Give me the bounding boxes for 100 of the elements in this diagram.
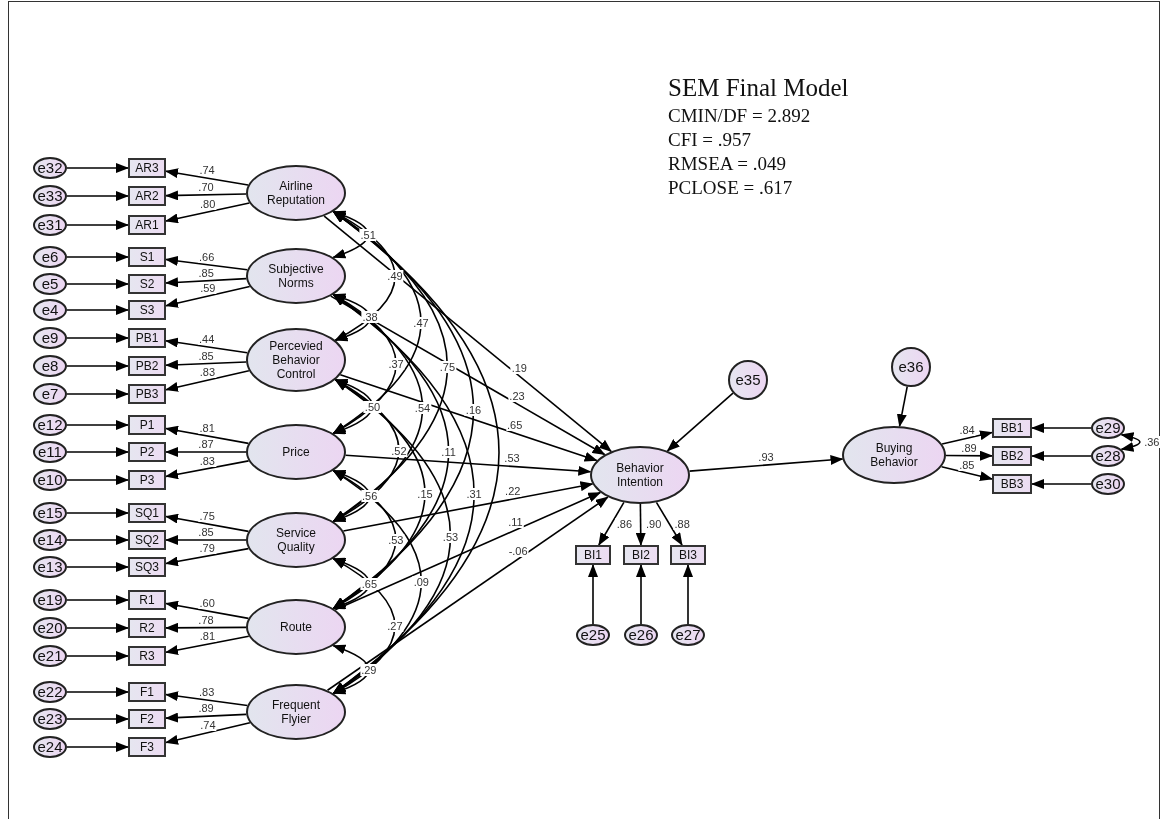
path-arrow bbox=[66, 475, 129, 485]
error-term-circle: e35 bbox=[728, 360, 768, 400]
edge-label: .83 bbox=[198, 366, 217, 379]
path-arrow bbox=[165, 691, 249, 707]
path-arrow bbox=[165, 256, 249, 271]
covariance-arc bbox=[332, 293, 397, 435]
edge-label: .65 bbox=[360, 577, 379, 590]
path-arrow bbox=[1031, 451, 1092, 461]
latent-variable-ellipse: Percevied Behavior Control bbox=[246, 328, 346, 392]
error-term-circle: e12 bbox=[33, 414, 67, 436]
error-term-circle: e28 bbox=[1091, 445, 1125, 467]
indicator-box: P2 bbox=[128, 442, 166, 462]
edge-label: .11 bbox=[507, 516, 524, 529]
edge-label: .85 bbox=[958, 458, 976, 471]
path-arrow bbox=[165, 369, 250, 392]
error-term-circle: e26 bbox=[624, 624, 658, 646]
path-arrow bbox=[165, 622, 247, 633]
path-arrow bbox=[165, 359, 247, 370]
error-term-circle: e29 bbox=[1091, 417, 1125, 439]
path-arrow bbox=[666, 392, 734, 452]
error-term-circle: e30 bbox=[1091, 473, 1125, 495]
fit-index-text: RMSEA = .049 bbox=[668, 152, 787, 176]
path-arrow bbox=[588, 564, 598, 625]
fit-index-text: CFI = .957 bbox=[668, 128, 753, 152]
error-term-circle: e14 bbox=[33, 529, 67, 551]
path-arrow bbox=[334, 491, 602, 611]
error-term-circle: e9 bbox=[33, 327, 67, 349]
error-term-circle: e23 bbox=[33, 708, 67, 730]
path-arrow bbox=[165, 337, 249, 354]
error-term-circle: e7 bbox=[33, 383, 67, 405]
edge-label: .81 bbox=[198, 421, 216, 434]
path-arrow bbox=[66, 163, 129, 173]
indicator-box: AR1 bbox=[128, 215, 166, 235]
error-term-circle: e10 bbox=[33, 469, 67, 491]
indicator-box: BI3 bbox=[670, 545, 706, 565]
edge-label: .44 bbox=[198, 332, 216, 345]
path-arrow bbox=[66, 687, 129, 697]
edge-label: .52 bbox=[390, 444, 408, 457]
indicator-box: BB2 bbox=[992, 446, 1032, 466]
path-arrow bbox=[326, 496, 609, 692]
error-term-circle: e19 bbox=[33, 589, 67, 611]
covariance-arc bbox=[332, 557, 371, 610]
indicator-box: BB1 bbox=[992, 418, 1032, 438]
edge-label: .53 bbox=[387, 533, 405, 546]
covariance-arc bbox=[332, 644, 370, 695]
edge-label: -.06 bbox=[507, 544, 529, 557]
error-term-circle: e27 bbox=[671, 624, 705, 646]
indicator-box: AR2 bbox=[128, 186, 166, 206]
indicator-box: PB3 bbox=[128, 384, 166, 404]
edge-label: .74 bbox=[199, 718, 217, 731]
error-term-circle: e15 bbox=[33, 502, 67, 524]
path-arrow bbox=[165, 168, 249, 186]
indicator-box: BI1 bbox=[575, 545, 611, 565]
indicator-box: AR3 bbox=[128, 158, 166, 178]
indicator-box: PB2 bbox=[128, 356, 166, 376]
edge-label: .70 bbox=[197, 180, 215, 193]
indicator-box: R1 bbox=[128, 590, 166, 610]
fit-index-text: PCLOSE = .617 bbox=[668, 176, 794, 200]
edge-label: .31 bbox=[465, 488, 483, 500]
edge-label: .53 bbox=[441, 530, 460, 543]
edge-label: .87 bbox=[197, 438, 215, 450]
latent-variable-ellipse: Buying Behavior bbox=[842, 426, 946, 484]
error-term-circle: e11 bbox=[33, 441, 67, 463]
path-arrow bbox=[945, 450, 993, 461]
path-arrow bbox=[165, 425, 250, 445]
covariance-arc bbox=[332, 210, 369, 259]
path-arrow bbox=[683, 564, 693, 625]
edge-label: .59 bbox=[199, 282, 217, 295]
path-arrow bbox=[1031, 479, 1092, 489]
edge-label: .37 bbox=[387, 358, 405, 370]
error-term-circle: e6 bbox=[33, 246, 67, 268]
edge-label: .56 bbox=[361, 490, 379, 502]
edge-label: .80 bbox=[199, 197, 217, 210]
indicator-box: P1 bbox=[128, 415, 166, 435]
edge-label: .86 bbox=[615, 517, 633, 530]
error-term-circle: e25 bbox=[576, 624, 610, 646]
path-arrow bbox=[165, 600, 250, 620]
edge-label: .89 bbox=[197, 702, 215, 715]
edge-label: .47 bbox=[412, 316, 430, 329]
path-arrow bbox=[342, 481, 594, 532]
edge-label: .74 bbox=[198, 164, 216, 177]
path-arrow bbox=[635, 503, 646, 546]
edge-label: .65 bbox=[506, 419, 524, 432]
edge-label: .53 bbox=[503, 452, 521, 465]
path-arrow bbox=[165, 190, 247, 201]
path-arrow bbox=[165, 547, 250, 567]
path-arrow bbox=[66, 252, 129, 262]
edge-label: .85 bbox=[197, 526, 215, 538]
latent-variable-ellipse: Service Quality bbox=[246, 512, 346, 568]
path-arrow bbox=[165, 277, 248, 288]
error-term-circle: e21 bbox=[33, 645, 67, 667]
path-arrow bbox=[896, 385, 908, 428]
edge-label: .90 bbox=[644, 518, 663, 531]
edge-label: .38 bbox=[361, 311, 379, 324]
indicator-box: BI2 bbox=[623, 545, 659, 565]
path-arrow bbox=[1031, 423, 1092, 433]
path-arrow bbox=[655, 501, 683, 546]
edge-label: .36 bbox=[1143, 436, 1161, 448]
covariance-arc bbox=[332, 293, 371, 342]
edge-label: .60 bbox=[198, 596, 216, 609]
